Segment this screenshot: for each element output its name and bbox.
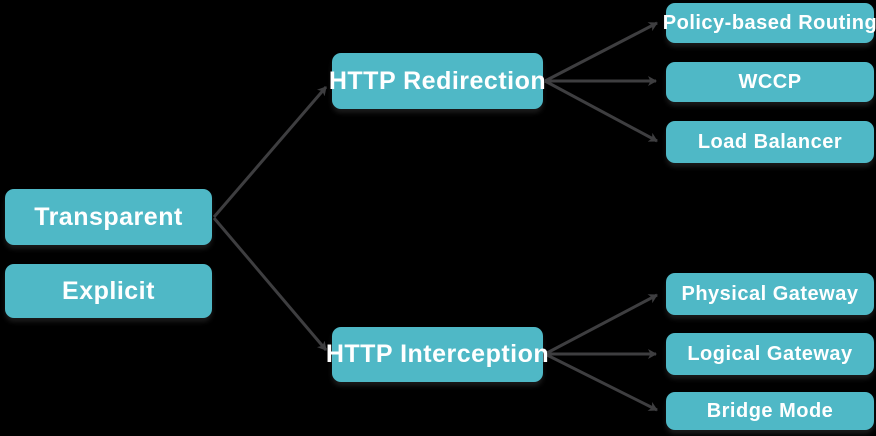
edge-http-interception-to-physical-gateway: [544, 293, 658, 356]
edge-http-interception-to-bridge-mode: [544, 352, 658, 412]
node-bridge-mode: Bridge Mode: [666, 392, 874, 430]
edge-transparent-to-http-redirection: [212, 86, 328, 218]
node-physical-gateway: Physical Gateway: [666, 273, 874, 315]
node-http-redirection: HTTP Redirection: [329, 53, 546, 109]
node-policy-based-routing: Policy-based Routing: [663, 3, 876, 43]
node-wccp: WCCP: [666, 62, 874, 102]
node-logical-gateway: Logical Gateway: [666, 333, 874, 375]
node-transparent: Transparent: [5, 189, 212, 245]
node-http-interception: HTTP Interception: [326, 327, 549, 382]
edge-transparent-to-http-interception: [212, 217, 328, 351]
node-load-balancer: Load Balancer: [666, 121, 874, 163]
edge-http-redirection-to-load-balancer: [544, 79, 658, 143]
node-explicit: Explicit: [5, 264, 212, 318]
edge-http-redirection-to-policy-based-routing: [544, 21, 658, 83]
